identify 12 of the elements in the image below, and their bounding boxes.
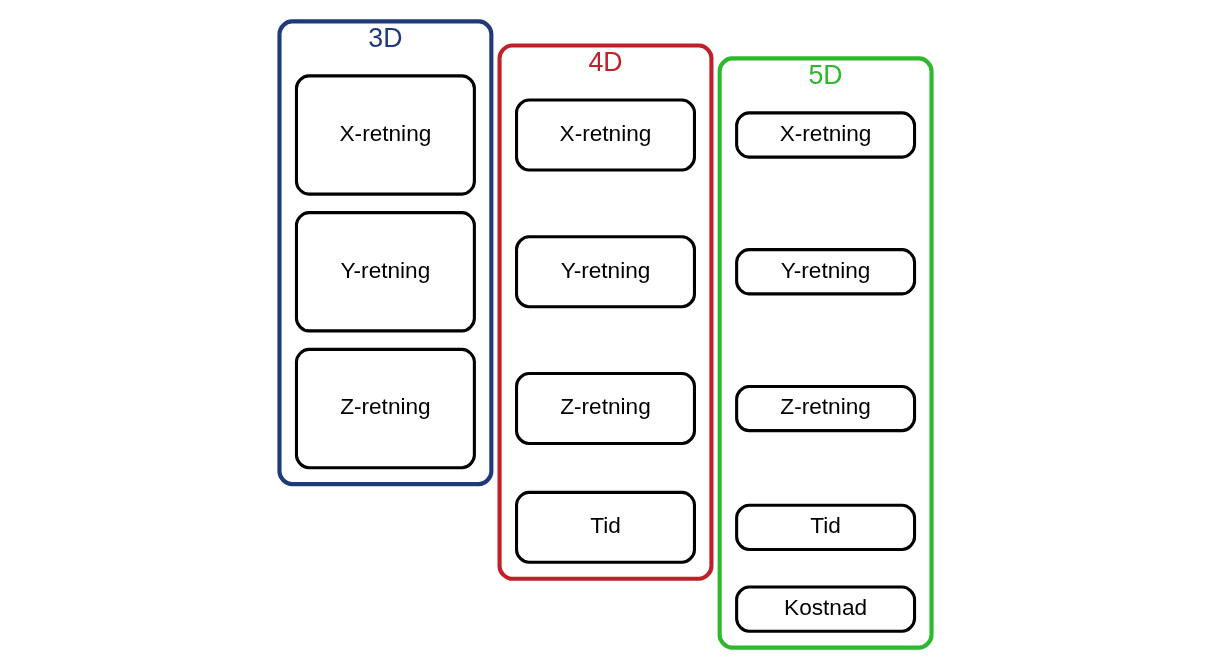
node-box: X-retning [515,97,696,171]
node-box: Tid [515,490,696,564]
node-box: Z-retning [515,371,696,445]
node-box: Y-retning [294,210,476,332]
node-box: X-retning [735,110,917,159]
node-box: X-retning [294,73,476,196]
node-box: Z-retning [735,384,917,432]
node-box: Tid [735,503,917,551]
node-box: Y-retning [515,234,696,308]
node-box: Y-retning [735,247,917,295]
node-box: Z-retning [294,347,476,469]
node-box: Kostnad [735,584,917,633]
